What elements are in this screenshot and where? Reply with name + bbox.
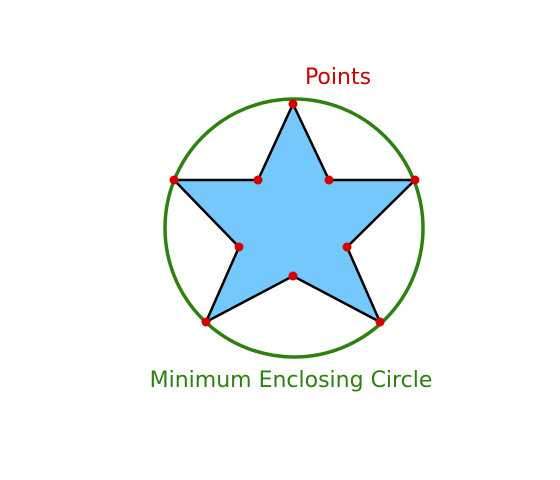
point-marker-10	[253, 175, 263, 185]
point-marker-4	[342, 242, 352, 252]
point-marker-9	[169, 175, 179, 185]
point-marker-7	[201, 317, 211, 327]
point-marker-3	[410, 175, 420, 185]
point-marker-8	[234, 242, 244, 252]
points-label: Points	[305, 65, 371, 90]
point-marker-6	[288, 271, 298, 281]
point-marker-5	[375, 317, 385, 327]
point-marker-1	[288, 99, 298, 109]
enclosing-circle	[163, 97, 425, 359]
point-marker-2	[324, 175, 334, 185]
circle-label: Minimum Enclosing Circle	[150, 368, 433, 393]
star-polygon	[171, 101, 419, 325]
points-group	[169, 99, 420, 327]
